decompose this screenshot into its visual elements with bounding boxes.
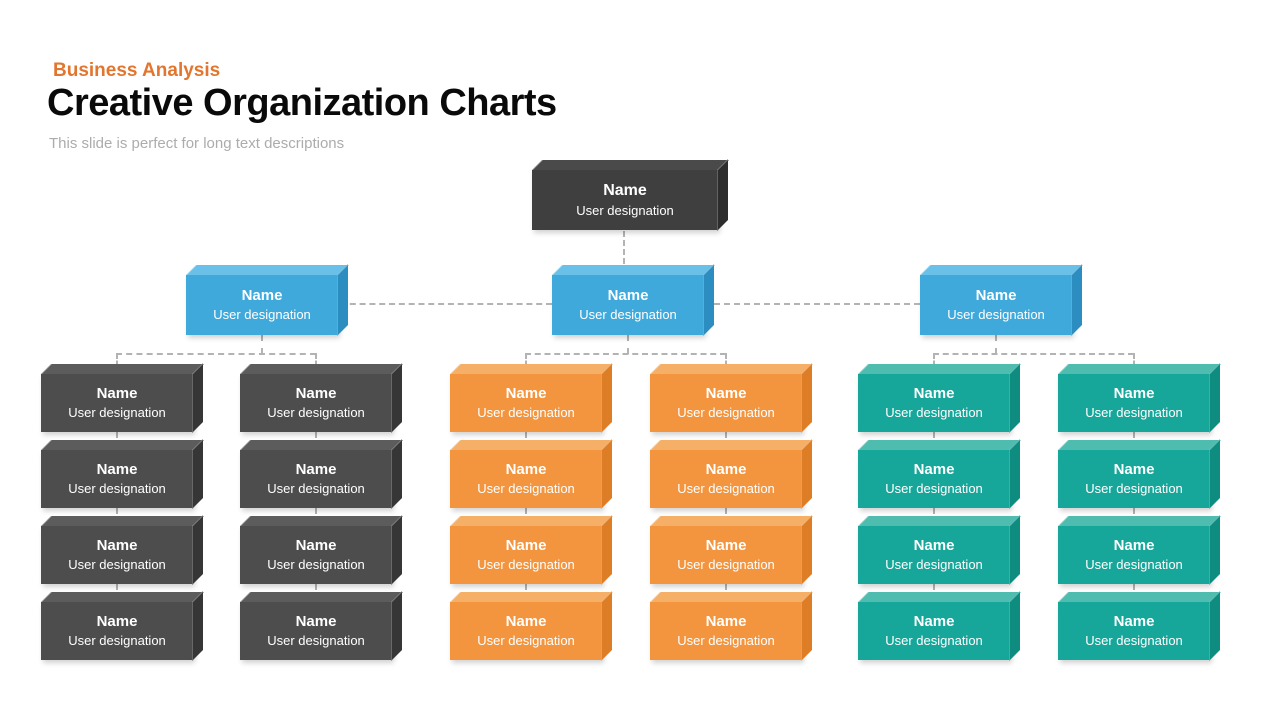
org-node-member[interactable]: Name User designation xyxy=(41,450,193,508)
node-designation: User designation xyxy=(1085,481,1183,497)
org-node-member[interactable]: Name User designation xyxy=(41,526,193,584)
org-node-member[interactable]: Name User designation xyxy=(650,526,802,584)
org-node-member[interactable]: Name User designation xyxy=(240,450,392,508)
node-name: Name xyxy=(913,612,955,630)
node-name: Name xyxy=(505,612,547,630)
node-designation: User designation xyxy=(677,405,775,421)
node-name: Name xyxy=(1113,460,1155,478)
org-node-member[interactable]: Name User designation xyxy=(41,602,193,660)
node-designation: User designation xyxy=(677,557,775,573)
slide-subtitle: This slide is perfect for long text desc… xyxy=(49,135,345,152)
org-node-member[interactable]: Name User designation xyxy=(858,526,1010,584)
node-designation: User designation xyxy=(267,633,365,649)
node-designation: User designation xyxy=(477,405,575,421)
node-name: Name xyxy=(705,384,747,402)
node-designation: User designation xyxy=(947,307,1045,323)
node-designation: User designation xyxy=(885,405,983,421)
connector-line xyxy=(995,335,997,354)
node-designation: User designation xyxy=(477,557,575,573)
org-node-member[interactable]: Name User designation xyxy=(450,526,602,584)
connector-line xyxy=(627,335,629,354)
org-node-member[interactable]: Name User designation xyxy=(450,374,602,432)
org-node-member[interactable]: Name User designation xyxy=(858,450,1010,508)
node-name: Name xyxy=(1113,536,1155,554)
node-name: Name xyxy=(603,181,647,199)
connector-line xyxy=(623,231,625,273)
node-name: Name xyxy=(295,460,337,478)
node-designation: User designation xyxy=(213,307,311,323)
connector-line xyxy=(261,335,263,354)
node-name: Name xyxy=(705,460,747,478)
org-node-member[interactable]: Name User designation xyxy=(240,602,392,660)
node-designation: User designation xyxy=(1085,633,1183,649)
org-node-member[interactable]: Name User designation xyxy=(240,526,392,584)
connector-line xyxy=(704,303,920,305)
node-designation: User designation xyxy=(267,557,365,573)
org-node-member[interactable]: Name User designation xyxy=(41,374,193,432)
node-designation: User designation xyxy=(477,633,575,649)
org-node-root[interactable]: Name User designation xyxy=(532,170,718,230)
org-node-manager-3[interactable]: Name User designation xyxy=(920,275,1072,335)
org-node-member[interactable]: Name User designation xyxy=(858,374,1010,432)
org-node-member[interactable]: Name User designation xyxy=(650,602,802,660)
org-node-member[interactable]: Name User designation xyxy=(450,450,602,508)
connector-line xyxy=(340,303,552,305)
node-designation: User designation xyxy=(885,557,983,573)
slide-eyebrow: Business Analysis xyxy=(53,60,221,81)
org-node-member[interactable]: Name User designation xyxy=(240,374,392,432)
node-name: Name xyxy=(96,536,138,554)
connector-line xyxy=(525,353,726,355)
node-name: Name xyxy=(295,536,337,554)
node-name: Name xyxy=(505,460,547,478)
node-designation: User designation xyxy=(68,405,166,421)
node-designation: User designation xyxy=(477,481,575,497)
node-name: Name xyxy=(241,286,283,304)
org-node-member[interactable]: Name User designation xyxy=(858,602,1010,660)
node-name: Name xyxy=(505,536,547,554)
node-designation: User designation xyxy=(267,405,365,421)
node-designation: User designation xyxy=(267,481,365,497)
node-designation: User designation xyxy=(677,481,775,497)
node-name: Name xyxy=(96,612,138,630)
node-name: Name xyxy=(705,612,747,630)
org-node-member[interactable]: Name User designation xyxy=(1058,602,1210,660)
node-name: Name xyxy=(913,460,955,478)
node-name: Name xyxy=(705,536,747,554)
org-node-member[interactable]: Name User designation xyxy=(650,374,802,432)
node-name: Name xyxy=(607,286,649,304)
node-designation: User designation xyxy=(885,633,983,649)
connector-line xyxy=(116,353,316,355)
node-name: Name xyxy=(505,384,547,402)
org-node-manager-2[interactable]: Name User designation xyxy=(552,275,704,335)
node-name: Name xyxy=(913,536,955,554)
node-name: Name xyxy=(96,384,138,402)
node-name: Name xyxy=(96,460,138,478)
node-name: Name xyxy=(295,612,337,630)
org-node-member[interactable]: Name User designation xyxy=(1058,374,1210,432)
org-node-member[interactable]: Name User designation xyxy=(1058,450,1210,508)
org-node-member[interactable]: Name User designation xyxy=(450,602,602,660)
org-node-member[interactable]: Name User designation xyxy=(1058,526,1210,584)
node-designation: User designation xyxy=(1085,405,1183,421)
org-node-manager-1[interactable]: Name User designation xyxy=(186,275,338,335)
node-designation: User designation xyxy=(677,633,775,649)
org-node-member[interactable]: Name User designation xyxy=(650,450,802,508)
node-designation: User designation xyxy=(68,633,166,649)
node-designation: User designation xyxy=(68,481,166,497)
node-designation: User designation xyxy=(1085,557,1183,573)
node-designation: User designation xyxy=(885,481,983,497)
node-name: Name xyxy=(913,384,955,402)
node-name: Name xyxy=(1113,612,1155,630)
node-designation: User designation xyxy=(68,557,166,573)
node-designation: User designation xyxy=(576,202,674,218)
page-title: Creative Organization Charts xyxy=(47,82,557,124)
node-designation: User designation xyxy=(579,307,677,323)
node-name: Name xyxy=(1113,384,1155,402)
connector-line xyxy=(933,353,1134,355)
node-name: Name xyxy=(295,384,337,402)
node-name: Name xyxy=(975,286,1017,304)
